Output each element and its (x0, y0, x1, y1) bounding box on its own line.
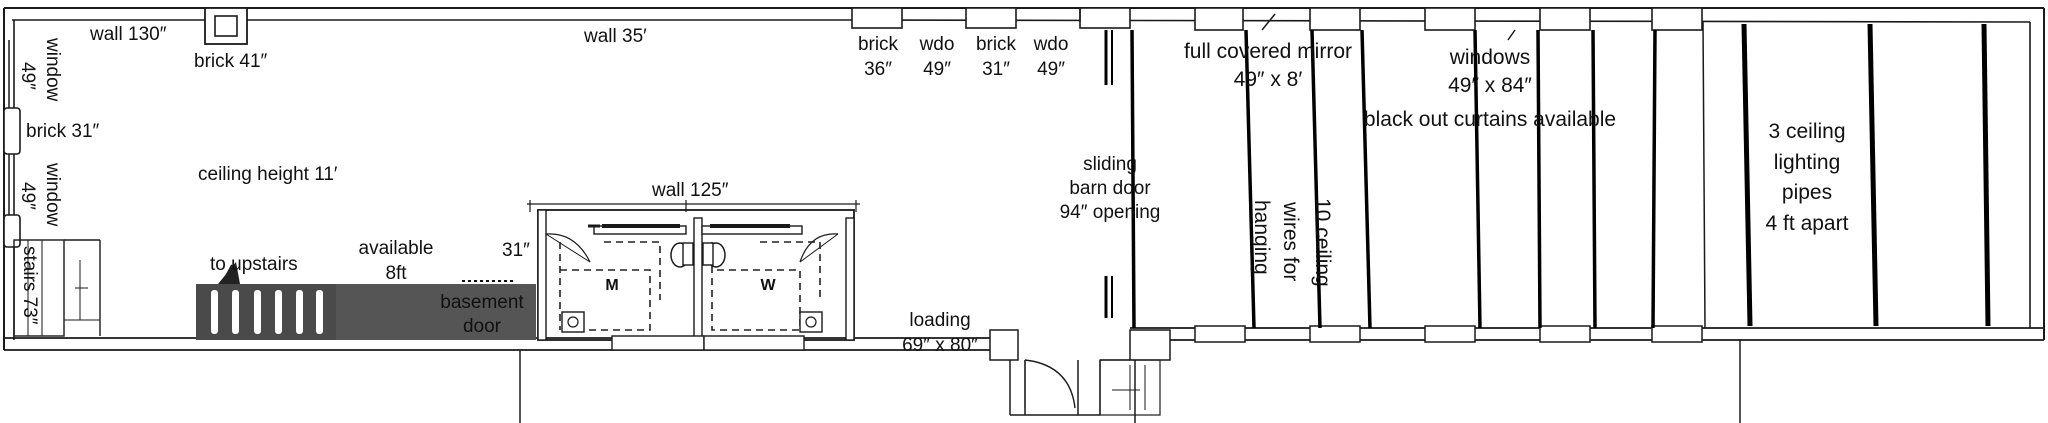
label-loading-size: 69″ x 80″ (902, 335, 978, 356)
label-restroom-w: W (760, 277, 776, 294)
label-window-bottom-size: 49″ (17, 182, 38, 210)
label-stairs: stairs 73″ (19, 246, 40, 325)
label-mirror: full covered mirror (1184, 40, 1352, 63)
label-wdo-2: wdo (1033, 34, 1069, 55)
label-barn-door-2: barn door (1069, 178, 1151, 199)
label-brick-36-size: 36″ (864, 59, 892, 80)
label-wdo-1: wdo (919, 34, 955, 55)
label-pipes-4: 4 ft apart (1766, 212, 1849, 235)
label-brick-41: brick 41″ (194, 51, 268, 72)
label-brick-36: brick (858, 34, 899, 55)
label-loading: loading (909, 310, 970, 331)
label-windows-size: 49″ x 84″ (1448, 74, 1532, 97)
upstairs-basement-block (196, 262, 536, 340)
label-wires-3: 10 ceiling (1311, 198, 1334, 287)
label-restroom-m: M (605, 277, 618, 294)
label-pipes-1: 3 ceiling (1768, 120, 1845, 143)
label-brick-31-left: brick 31″ (26, 121, 100, 142)
bottom-wall-piers (1129, 325, 1703, 361)
label-to-upstairs: to upstairs (210, 254, 298, 275)
label-pipes-3: pipes (1782, 181, 1832, 204)
restrooms (527, 200, 860, 351)
label-brick-31-size: 31″ (982, 59, 1010, 80)
loading-entrance (989, 329, 1161, 416)
lighting-pipes (1741, 23, 1991, 327)
label-wdo-2-size: 49″ (1037, 59, 1065, 80)
label-dim-31: 31″ (502, 240, 530, 261)
label-ceiling-height: ceiling height 11′ (198, 164, 338, 185)
sliding-barn-door (1104, 30, 1113, 318)
label-window-top: window (42, 37, 63, 102)
label-basement: basement (440, 292, 524, 313)
top-wall-openings (204, 7, 1703, 45)
left-wall-openings (3, 40, 21, 248)
label-wires-2: wires for (1279, 201, 1302, 281)
label-window-top-size: 49″ (17, 62, 38, 90)
label-wall-125: wall 125″ (651, 180, 729, 201)
label-wall-35: wall 35′ (583, 26, 647, 47)
label-available: available (359, 238, 434, 259)
label-wires-1: hanging (1250, 200, 1273, 275)
label-window-bottom: window (42, 162, 63, 227)
stairs-left (13, 239, 101, 337)
label-brick-31: brick (976, 34, 1017, 55)
label-mirror-size: 49″ x 8′ (1234, 68, 1303, 91)
curtain-lines (1130, 21, 1706, 329)
label-wdo-1-size: 49″ (923, 59, 951, 80)
label-windows: windows (1449, 46, 1531, 69)
label-pipes-2: lighting (1774, 151, 1841, 174)
label-available-size: 8ft (385, 263, 407, 284)
outer-walls (3, 7, 2045, 423)
label-barn-door-3: 94″ opening (1060, 202, 1161, 223)
label-wall-130: wall 130″ (89, 24, 167, 45)
label-barn-door-1: sliding (1083, 154, 1137, 175)
label-basement-door: door (463, 316, 502, 337)
plan-labels: wall 130″ brick 41″ wall 35′ window 49″ … (17, 24, 1849, 356)
label-blackout: black out curtains available (1364, 108, 1616, 131)
